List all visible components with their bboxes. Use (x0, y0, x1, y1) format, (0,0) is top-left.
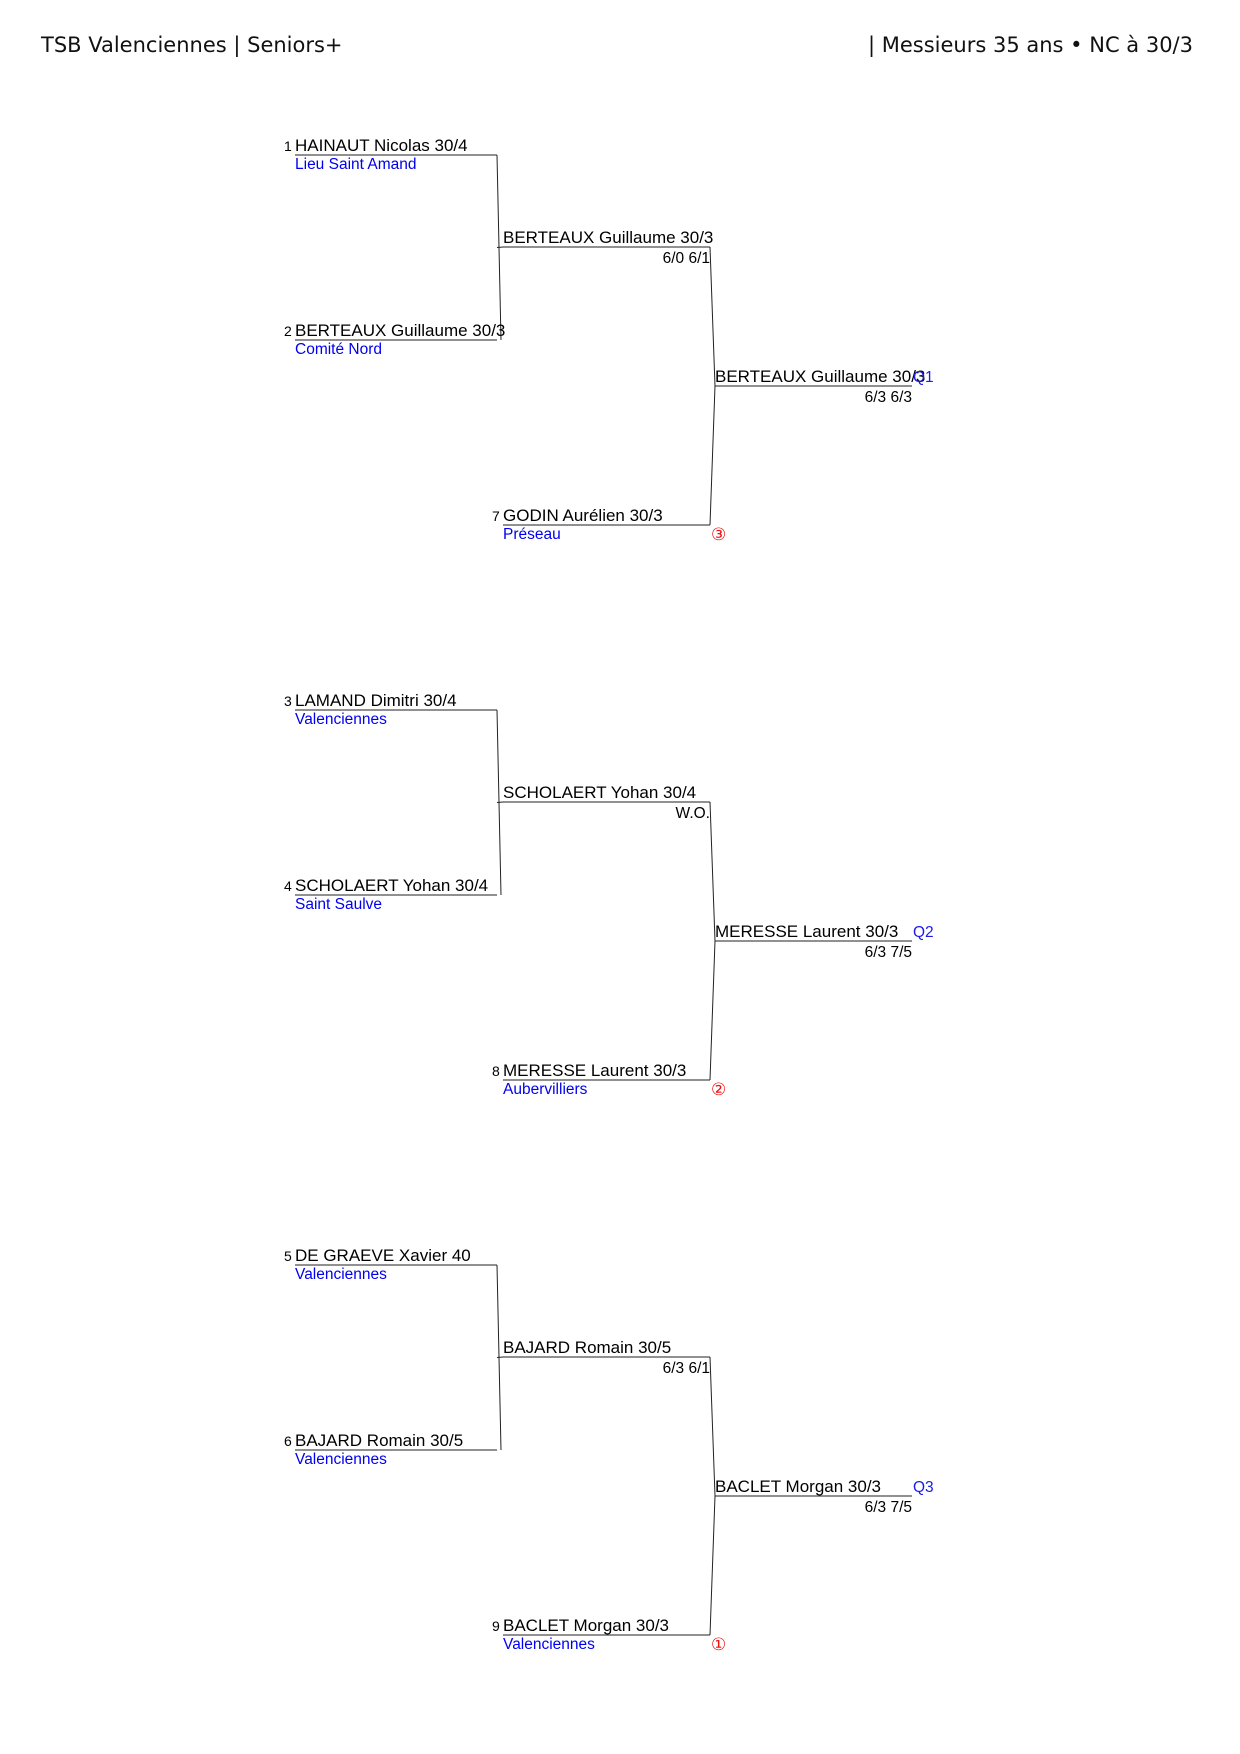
seed-number: 7 (492, 508, 500, 524)
club-name: Valenciennes (295, 711, 387, 728)
seed-number: 8 (492, 1063, 500, 1079)
winner-connector (496, 246, 504, 248)
match-connector (709, 940, 716, 1081)
match-connector (709, 801, 716, 942)
qualified-player-name: BACLET Morgan 30/3 (715, 1477, 881, 1496)
seed-marker-icon: ③ (711, 525, 727, 544)
winner-name: SCHOLAERT Yohan 30/4 (503, 783, 697, 802)
match-score: 6/3 6/3 (864, 389, 912, 406)
qualified-player-name: MERESSE Laurent 30/3 (715, 922, 899, 941)
player-name: HAINAUT Nicolas 30/4 (295, 136, 468, 155)
club-name: Préseau (503, 526, 561, 543)
club-name: Valenciennes (295, 1451, 387, 1468)
match-connector (709, 385, 716, 526)
seed-number: 3 (284, 693, 292, 709)
seed-number: 4 (284, 878, 292, 894)
player-name: BACLET Morgan 30/3 (503, 1616, 669, 1635)
winner-connector (496, 801, 504, 803)
qualified-player-name: BERTEAUX Guillaume 30/3 (715, 367, 926, 386)
player-name: GODIN Aurélien 30/3 (503, 506, 663, 525)
seed-marker-icon: ② (711, 1080, 727, 1099)
qualifier-badge: Q2 (913, 924, 934, 941)
club-name: Comité Nord (295, 341, 382, 358)
club-name: Valenciennes (503, 1636, 595, 1653)
player-name: LAMAND Dimitri 30/4 (295, 691, 457, 710)
player-name: MERESSE Laurent 30/3 (503, 1061, 687, 1080)
club-name: Valenciennes (295, 1266, 387, 1283)
document-title: TSB Valenciennes | Seniors+ (41, 33, 343, 57)
match-connector (709, 246, 716, 387)
seed-number: 1 (284, 138, 292, 154)
match-score: 6/3 7/5 (864, 1499, 912, 1516)
player-name: BAJARD Romain 30/5 (295, 1431, 464, 1450)
winner-name: BERTEAUX Guillaume 30/3 (503, 228, 714, 247)
match-score: W.O. (675, 805, 710, 822)
winner-connector (496, 1356, 504, 1358)
club-name: Lieu Saint Amand (295, 156, 417, 173)
match-score: 6/3 6/1 (662, 1360, 710, 1377)
club-name: Aubervilliers (503, 1081, 588, 1098)
seed-number: 5 (284, 1248, 292, 1264)
player-name: BERTEAUX Guillaume 30/3 (295, 321, 506, 340)
match-score: 6/0 6/1 (662, 250, 710, 267)
seed-number: 9 (492, 1618, 500, 1634)
match-connector (709, 1495, 716, 1636)
match-score: 6/3 7/5 (864, 944, 912, 961)
club-name: Saint Saulve (295, 896, 383, 913)
qualifier-badge: Q3 (913, 1479, 934, 1496)
seed-number: 2 (284, 323, 292, 339)
seed-number: 6 (284, 1433, 292, 1449)
player-name: SCHOLAERT Yohan 30/4 (295, 876, 489, 895)
player-name: DE GRAEVE Xavier 40 (295, 1246, 471, 1265)
qualifier-badge: Q1 (913, 369, 934, 386)
draw-category: | Messieurs 35 ans • NC à 30/3 (868, 33, 1193, 57)
winner-name: BAJARD Romain 30/5 (503, 1338, 672, 1357)
match-connector (709, 1356, 716, 1497)
seed-marker-icon: ① (711, 1635, 727, 1654)
